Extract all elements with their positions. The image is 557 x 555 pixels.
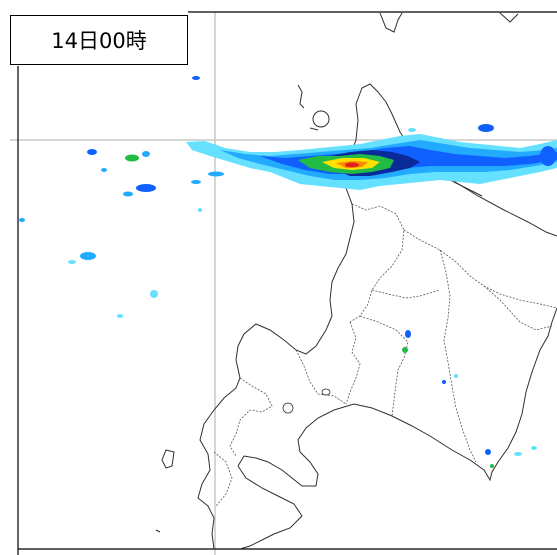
echo-core-red	[345, 162, 359, 168]
echo-cell	[136, 184, 156, 192]
echo-cell	[101, 168, 107, 172]
rishiri-island	[312, 110, 330, 128]
boundary-rumoi-kamikawa	[371, 289, 441, 299]
echo-cell	[142, 151, 150, 157]
precipitation-echoes	[19, 76, 557, 468]
boundary-okhotsk-nemuro	[483, 285, 553, 331]
echo-cell	[123, 191, 133, 197]
map-grid	[10, 12, 557, 555]
lakes	[282, 388, 331, 414]
lake-shikotsu	[321, 388, 331, 396]
rebun-island	[297, 84, 305, 109]
rishiri-rebun-islands	[297, 84, 330, 131]
boundary-oshima-hiyama	[213, 451, 233, 507]
echo-cell	[80, 252, 96, 260]
boundary-sorachi-ishikari	[345, 321, 361, 405]
echo-cell	[514, 452, 522, 456]
echo-cell	[540, 146, 556, 166]
echo-cell	[192, 76, 200, 80]
echo-cell	[490, 464, 494, 468]
sakhalin-coastline-east	[499, 12, 519, 23]
time-label: 14日00時	[51, 29, 147, 53]
echo-cell	[125, 154, 139, 162]
echo-cell	[150, 290, 158, 298]
echo-cell	[198, 208, 202, 212]
echo-cell	[408, 128, 416, 132]
echo-cell	[485, 449, 491, 455]
okushiri-island	[161, 449, 175, 469]
boundary-shiribeshi-oshima	[229, 377, 273, 457]
sakhalin-coastline	[379, 12, 403, 33]
boundary-soya-kamikawa	[349, 203, 405, 323]
boundary-kamikawa-tokachi	[359, 315, 409, 417]
echo-cell	[68, 260, 76, 264]
echo-cell	[19, 218, 25, 222]
small-island	[309, 127, 319, 131]
echo-cell	[478, 124, 494, 132]
echo-cell	[117, 314, 123, 318]
echo-cell	[531, 446, 537, 450]
echo-cell	[191, 180, 201, 184]
echo-cell	[442, 380, 446, 384]
echo-cell	[208, 171, 224, 177]
echo-cell	[87, 149, 97, 155]
time-label-box: 14日00時	[10, 15, 188, 65]
echo-cell	[454, 374, 458, 378]
lake-toya	[282, 402, 294, 414]
sakhalin-coast	[379, 12, 519, 33]
boundary-shiribeshi-ishikari	[295, 349, 347, 405]
map-frame	[17, 11, 557, 555]
echo-cell	[402, 347, 408, 353]
small-islet	[155, 529, 161, 533]
subprefecture-boundaries	[213, 203, 557, 507]
boundary-tokachi-kushiro	[439, 249, 477, 463]
echo-cell	[405, 330, 411, 338]
boundary-kamikawa-okhotsk	[403, 229, 557, 309]
